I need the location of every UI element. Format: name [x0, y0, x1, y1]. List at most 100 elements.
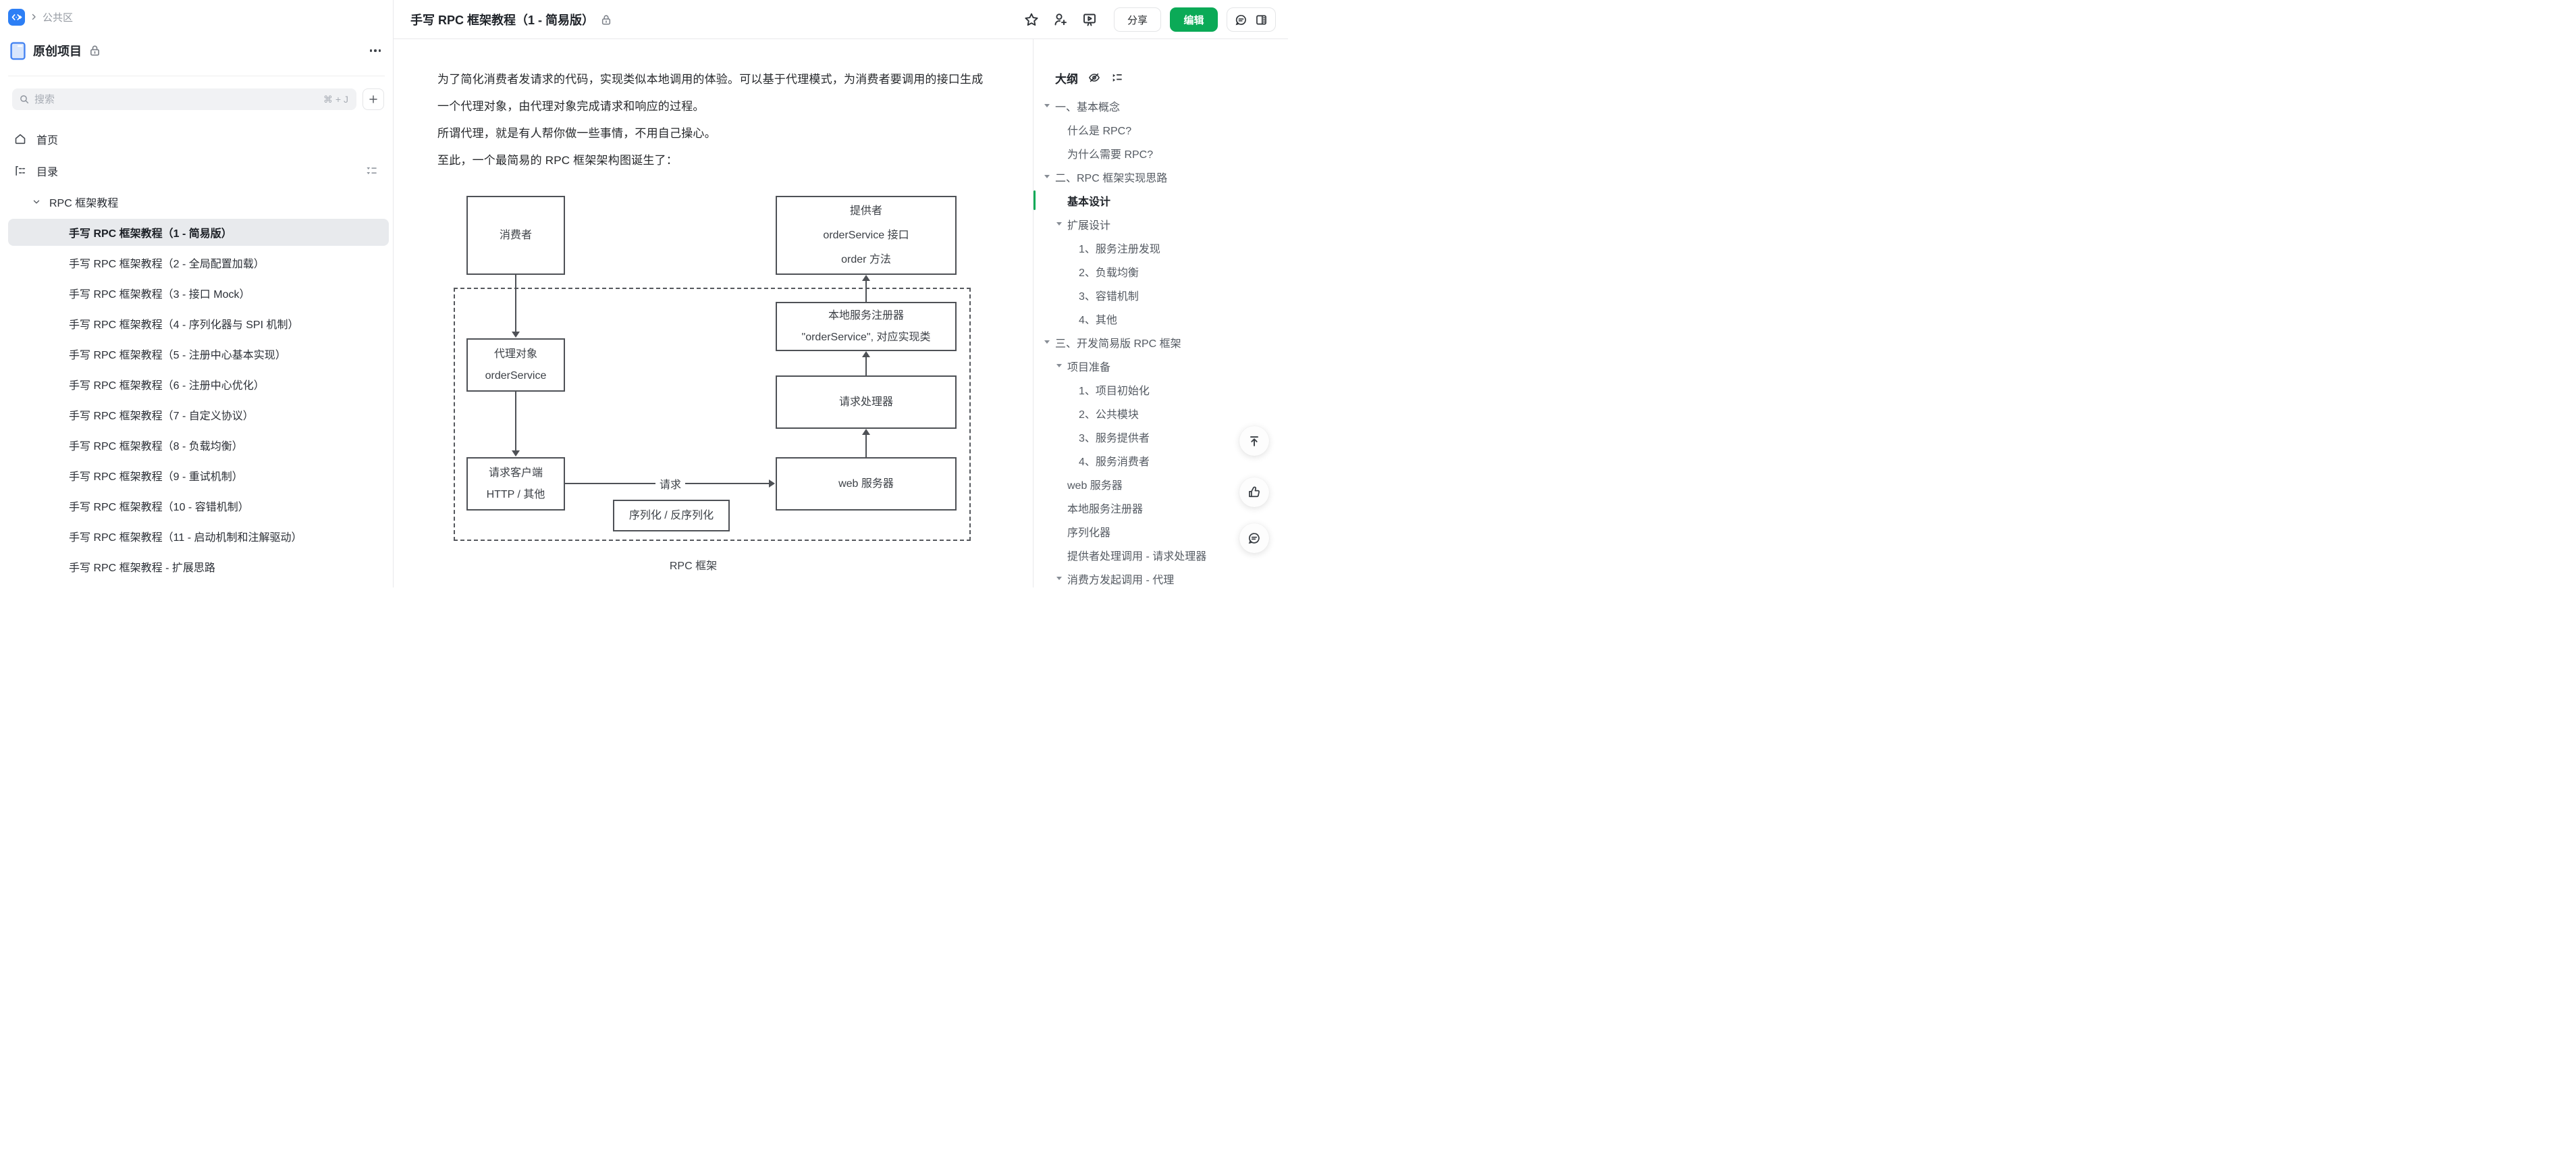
diagram-box-consumer: 消费者	[466, 196, 565, 275]
outline-item-label: 1、服务注册发现	[1079, 243, 1160, 255]
diagram-box-provider: 提供者 orderService 接口 order 方法	[776, 196, 957, 275]
outline-item-label: 什么是 RPC?	[1067, 125, 1132, 137]
sidebar-item-doc-10[interactable]: 手写 RPC 框架教程（10 - 容错机制）	[8, 492, 389, 519]
edit-button[interactable]: 编辑	[1170, 7, 1218, 32]
search-input[interactable]	[34, 93, 319, 105]
diagram-box-label: order 方法	[841, 253, 891, 265]
home-icon	[14, 132, 27, 146]
outline-item[interactable]: 项目准备	[1034, 354, 1288, 377]
outline-item[interactable]: 扩展设计	[1034, 212, 1288, 236]
sidebar-item-doc-6[interactable]: 手写 RPC 框架教程（6 - 注册中心优化）	[8, 371, 389, 398]
sidebar-item-doc-11[interactable]: 手写 RPC 框架教程（11 - 启动机制和注解驱动）	[8, 523, 389, 550]
search-icon	[19, 94, 30, 105]
outline-item[interactable]: 三、开发简易版 RPC 框架	[1034, 330, 1288, 354]
outline-list: 一、基本概念 什么是 RPC? 为什么需要 RPC? 二、RPC 框架实现思路 …	[1034, 94, 1288, 590]
outline-item[interactable]: 什么是 RPC?	[1034, 118, 1288, 141]
outline-item-label: 2、负载均衡	[1079, 267, 1139, 279]
outline-item[interactable]: 3、容错机制	[1034, 283, 1288, 307]
eye-off-icon[interactable]	[1088, 71, 1101, 84]
toc-tree-icon	[14, 164, 27, 178]
outline-item[interactable]: 消费方发起调用 - 代理	[1034, 567, 1288, 590]
comment-button[interactable]	[1239, 523, 1269, 553]
sidebar-item-toc[interactable]: 目录	[0, 157, 393, 184]
breadcrumb: 公共区	[8, 7, 73, 27]
space-logo-icon[interactable]	[8, 8, 25, 26]
arrowhead	[769, 479, 775, 488]
sidebar-item-doc-1[interactable]: 手写 RPC 框架教程（1 - 简易版）	[8, 219, 389, 246]
arrowhead	[512, 450, 520, 456]
caret-down-icon[interactable]	[1056, 364, 1062, 367]
sidebar-item-doc-12[interactable]: 手写 RPC 框架教程 - 扩展思路	[8, 553, 389, 580]
outline-item[interactable]: 1、服务注册发现	[1034, 236, 1288, 259]
sidebar-item-doc-9[interactable]: 手写 RPC 框架教程（9 - 重试机制）	[8, 462, 389, 489]
sidebar-item-label: 手写 RPC 框架教程（8 - 负载均衡）	[69, 441, 243, 452]
diagram-box-label: 请求处理器	[838, 396, 893, 408]
outline-item-label: 提供者处理调用 - 请求处理器	[1067, 550, 1207, 563]
outline-item[interactable]: 二、RPC 框架实现思路	[1034, 165, 1288, 188]
chevron-right-icon	[30, 13, 38, 21]
caret-down-icon[interactable]	[1044, 175, 1050, 178]
lock-icon	[89, 45, 101, 57]
sidebar-item-label: 手写 RPC 框架教程（7 - 自定义协议）	[69, 411, 254, 422]
diagram-box-label: 本地服务注册器	[828, 309, 904, 321]
diagram-box-label: 提供者	[849, 205, 882, 217]
share-button[interactable]: 分享	[1114, 7, 1161, 32]
diagram-box-label: "orderService", 对应实现类	[801, 331, 931, 343]
collapse-all-icon[interactable]	[365, 165, 378, 178]
more-options-icon[interactable]	[369, 45, 383, 56]
sidebar-item-label: 手写 RPC 框架教程（2 - 全局配置加载）	[69, 259, 265, 270]
outline-item[interactable]: 为什么需要 RPC?	[1034, 141, 1288, 165]
diagram-box-proxy: 代理对象 orderService	[466, 338, 565, 392]
add-button[interactable]	[363, 88, 384, 110]
comments-icon[interactable]	[1234, 13, 1248, 27]
diagram-box-label: web 服务器	[838, 477, 894, 490]
breadcrumb-space[interactable]: 公共区	[43, 11, 74, 24]
outline-item[interactable]: 一、基本概念	[1034, 94, 1288, 118]
paragraph: 至此，一个最简易的 RPC 框架架构图诞生了：	[437, 154, 678, 167]
search-box[interactable]: ⌘ + J	[12, 88, 356, 110]
caret-down-icon[interactable]	[1044, 104, 1050, 107]
book-title: 原创项目	[33, 45, 82, 58]
outline-item[interactable]: 2、公共模块	[1034, 401, 1288, 425]
sidebar-item-doc-8[interactable]: 手写 RPC 框架教程（8 - 负载均衡）	[8, 432, 389, 459]
outline-item[interactable]: 4、其他	[1034, 307, 1288, 330]
caret-down-icon[interactable]	[1044, 340, 1050, 344]
sidebar-tree-root[interactable]: RPC 框架教程	[0, 188, 393, 215]
outline-item-active[interactable]: 基本设计	[1034, 188, 1288, 212]
outline-item[interactable]: 1、项目初始化	[1034, 377, 1288, 401]
diagram-box-request-client: 请求客户端 HTTP / 其他	[466, 457, 565, 511]
outline-item-label: 一、基本概念	[1055, 101, 1121, 113]
outline-item[interactable]: 2、负载均衡	[1034, 259, 1288, 283]
like-button[interactable]	[1239, 477, 1269, 507]
presentation-icon[interactable]	[1079, 9, 1100, 30]
arrowhead	[862, 351, 870, 357]
page-title: 手写 RPC 框架教程（1 - 简易版）	[410, 14, 595, 27]
add-collaborator-icon[interactable]	[1050, 9, 1071, 30]
book-header: 原创项目	[10, 39, 382, 62]
diagram-arrow-registry-to-provider	[865, 281, 867, 302]
paragraph: 所谓代理，就是有人帮你做一些事情，不用自己操心。	[437, 127, 716, 140]
sidebar-item-label: 手写 RPC 框架教程（1 - 简易版）	[69, 228, 232, 240]
layout-panel-icon[interactable]	[1254, 13, 1268, 27]
chevron-down-icon[interactable]	[32, 197, 41, 207]
document-canvas: 为了简化消费者发请求的代码，实现类似本地调用的体验。可以基于代理模式，为消费者要…	[394, 39, 1033, 588]
caret-down-icon[interactable]	[1056, 577, 1062, 580]
sidebar-item-label: RPC 框架教程	[49, 198, 119, 209]
diagram-arrow-consumer-to-proxy	[515, 275, 516, 332]
scroll-to-top-button[interactable]	[1239, 426, 1269, 456]
sidebar: 公共区 原创项目 ⌘ + J	[0, 0, 394, 588]
sidebar-item-doc-2[interactable]: 手写 RPC 框架教程（2 - 全局配置加载）	[8, 249, 389, 276]
sidebar-item-doc-5[interactable]: 手写 RPC 框架教程（5 - 注册中心基本实现）	[8, 340, 389, 367]
caret-down-icon[interactable]	[1056, 222, 1062, 226]
outline-list-icon[interactable]	[1110, 71, 1124, 84]
sidebar-item-home[interactable]: 首页	[0, 126, 393, 153]
sidebar-item-doc-3[interactable]: 手写 RPC 框架教程（3 - 接口 Mock）	[8, 280, 389, 307]
diagram-box-request-handler: 请求处理器	[776, 375, 957, 429]
outline-item-label: 序列化器	[1067, 527, 1111, 539]
lock-icon	[601, 14, 612, 26]
sidebar-item-doc-4[interactable]: 手写 RPC 框架教程（4 - 序列化器与 SPI 机制）	[8, 310, 389, 337]
outline-title: 大纲	[1055, 72, 1078, 86]
star-icon[interactable]	[1021, 9, 1042, 30]
sidebar-item-doc-7[interactable]: 手写 RPC 框架教程（7 - 自定义协议）	[8, 401, 389, 428]
diagram-box-local-registry: 本地服务注册器 "orderService", 对应实现类	[776, 302, 957, 351]
